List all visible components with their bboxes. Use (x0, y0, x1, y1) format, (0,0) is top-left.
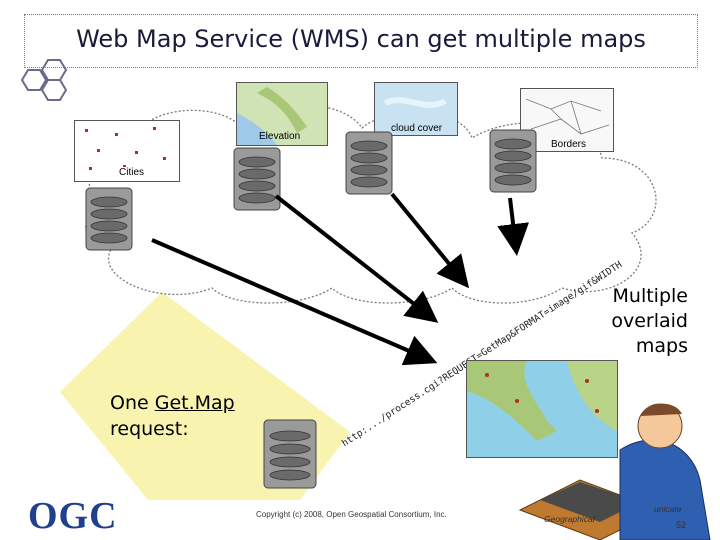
elevation-label: Elevation (259, 131, 301, 142)
overlaid-map-image (467, 361, 617, 457)
borders-arrow (497, 197, 530, 256)
one-getmap-request-label: One Get.Map request: (110, 392, 235, 440)
cities-map-thumbnail: Cities (74, 120, 180, 182)
multiple-overlaid-maps-label: Multiple overlaid maps (611, 285, 688, 357)
cloud-cover-map-thumbnail: cloud cover (374, 82, 458, 136)
ogc-logo: OGC (28, 495, 118, 537)
cloud-arrow (390, 192, 470, 289)
borders-server-icon (489, 129, 537, 193)
getmap-link[interactable]: Get.Map (154, 392, 235, 414)
cities-arrow (151, 238, 438, 366)
elevation-arrow (274, 194, 439, 323)
borders-lines-icon (525, 98, 610, 135)
geographical-text: Geographical (544, 514, 595, 524)
cities-label: Cities (117, 167, 147, 178)
cloud-cover-label: cloud cover (391, 123, 443, 134)
borders-label: Borders (551, 139, 587, 150)
unicate-text: unicate (654, 504, 682, 514)
elevation-terrain-icon (237, 83, 327, 145)
cities-server-icon (85, 187, 133, 251)
elevation-map-thumbnail: Elevation (236, 82, 328, 146)
elevation-server-icon (233, 147, 281, 211)
hexagon-logo-icon (20, 59, 68, 101)
client-server-icon (263, 419, 317, 489)
cloud-server-icon (345, 131, 393, 195)
overlaid-map (466, 360, 618, 458)
city-dots-icon (85, 127, 166, 170)
page-number: 52 (676, 520, 687, 530)
copyright-text: Copyright (c) 2008, Open Geospatial Cons… (256, 510, 447, 519)
user-at-computer-illustration (518, 403, 711, 540)
title-box: Web Map Service (WMS) can get multiple m… (24, 14, 698, 68)
cloud-cover-icon (375, 83, 457, 135)
slide-title: Web Map Service (WMS) can get multiple m… (76, 25, 646, 53)
